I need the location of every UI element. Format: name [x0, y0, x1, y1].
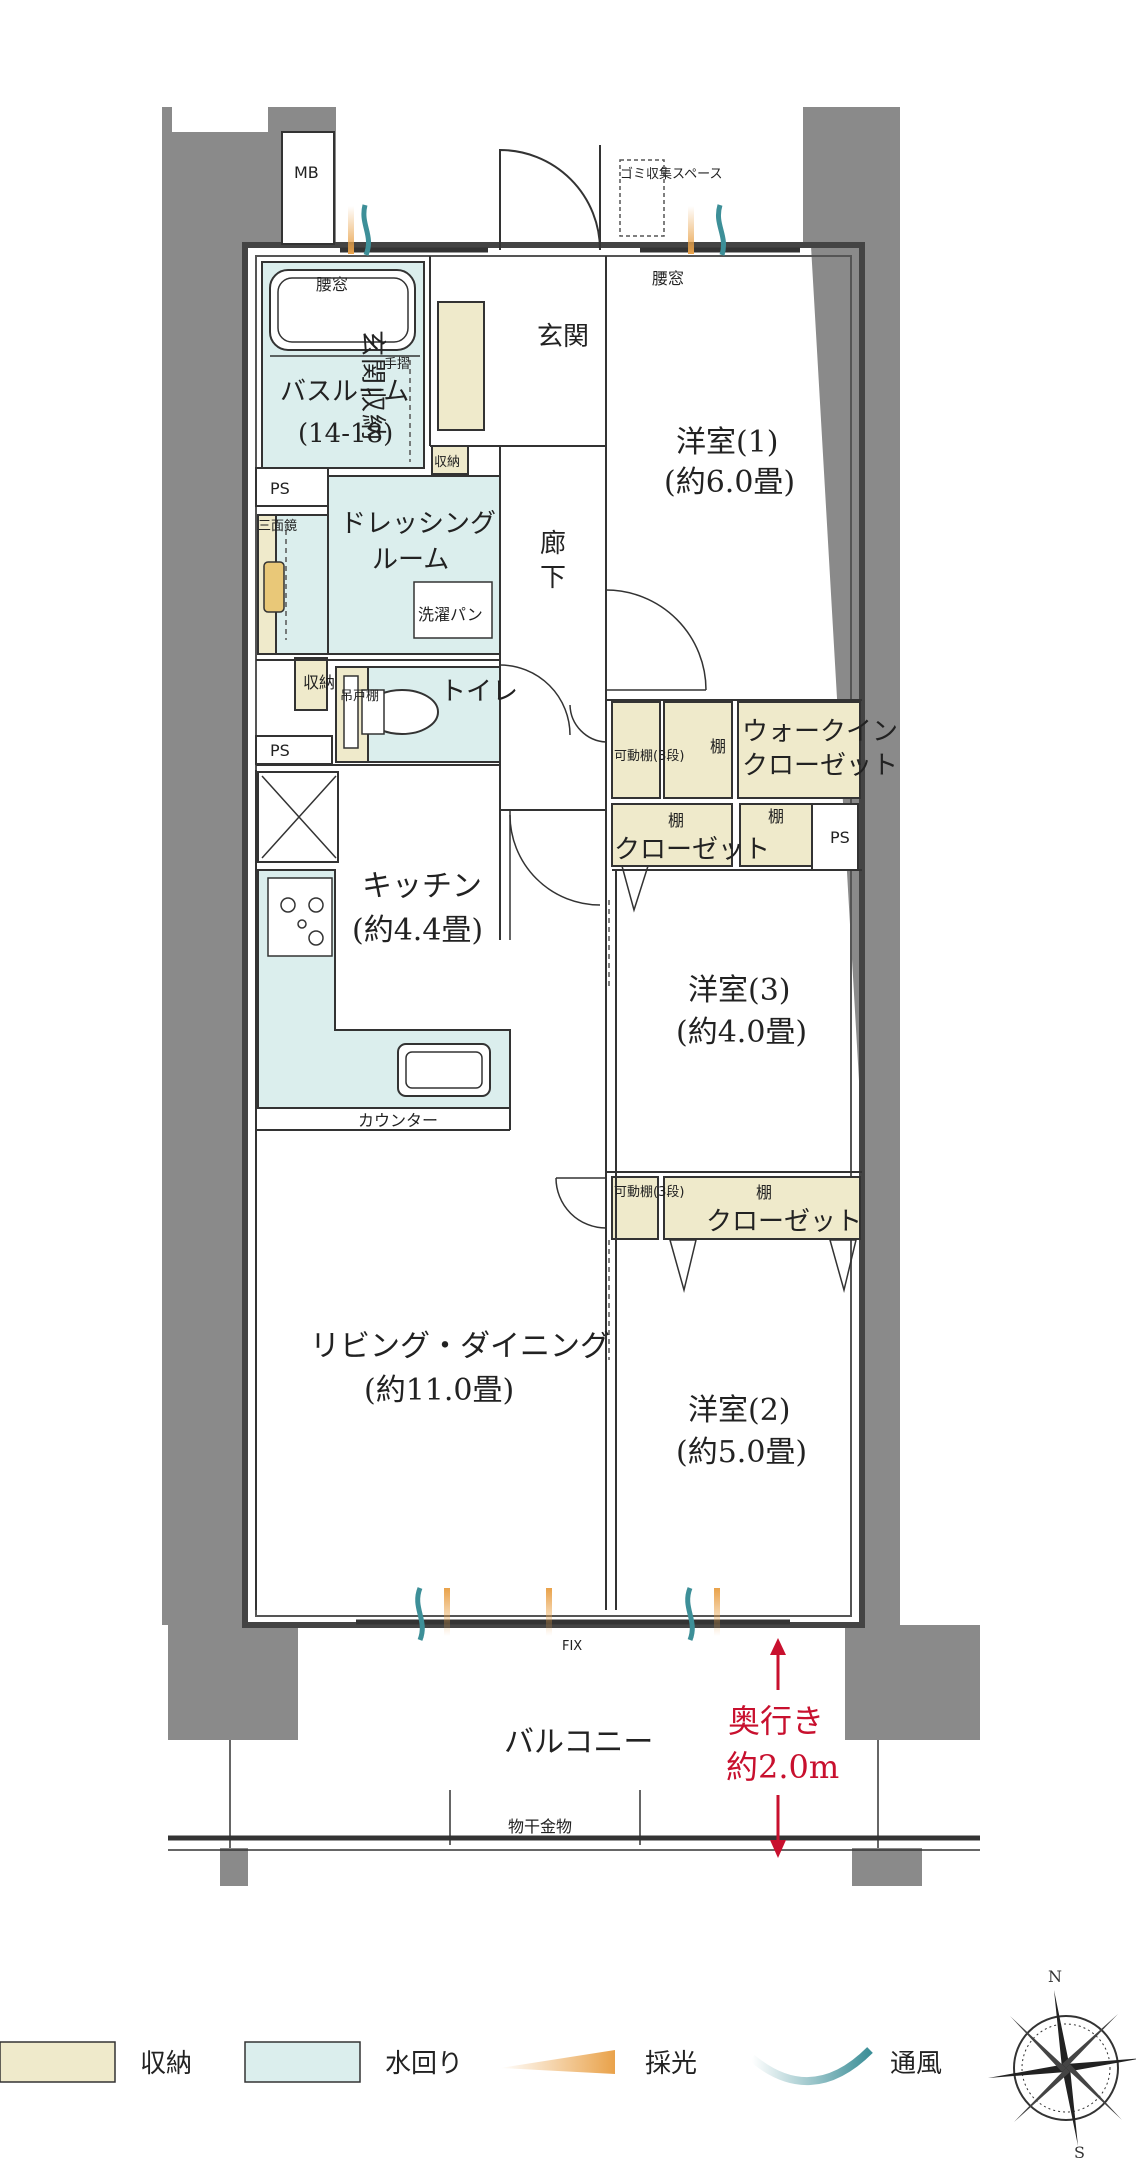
compass-south-label: S — [1074, 2143, 1085, 2162]
corridor-label-2: 下 — [540, 563, 566, 593]
mirror-label: 三面鏡 — [258, 519, 297, 534]
compass-icon: N S — [988, 1967, 1136, 2162]
legend-light-label: 採光 — [645, 2049, 697, 2079]
storage-small-label: 収納 — [434, 455, 460, 470]
window-label-left: 腰窓 — [316, 275, 348, 294]
room1-label: 洋室(1) — [676, 425, 779, 460]
legend-storage-swatch — [0, 2041, 116, 2083]
legend: 収納 水回り 採光 通風 — [0, 2041, 942, 2086]
bathroom-label: バスルーム — [280, 377, 409, 407]
fix-label: FIX — [562, 1639, 582, 1654]
room3-size-label: (約4.0畳) — [676, 1015, 807, 1050]
toilet-label: トイレ — [440, 677, 518, 707]
closet-label-1: クローゼット — [614, 835, 770, 865]
room-labels: MB ゴミ収集スペース 腰窓 腰窓 玄関 玄関収納 手摺 バスルーム (14-1… — [258, 163, 898, 1836]
storage-areas — [257, 301, 861, 1240]
legend-storage-label: 収納 — [140, 2049, 192, 2079]
depth-label-1: 奥行き — [728, 1702, 824, 1740]
shelf-label-2: 棚 — [668, 811, 684, 830]
living-size-label: (約11.0畳) — [364, 1373, 514, 1408]
movable-shelf-label-1: 可動棚(3段) — [614, 749, 684, 764]
counter-label: カウンター — [358, 1111, 438, 1130]
living-label: リビング・ダイニング — [310, 1329, 610, 1364]
interior-walls — [255, 131, 862, 1610]
corridor-label-1: 廊 — [540, 529, 566, 559]
dressing-label-1: ドレッシング — [340, 509, 496, 539]
depth-arrow — [770, 1638, 786, 1858]
depth-label-2: 約2.0m — [726, 1748, 839, 1786]
entrance-storage-label: 玄関収納 — [357, 330, 387, 442]
shelf-label-4: 棚 — [756, 1183, 772, 1202]
legend-light-swatch — [500, 2050, 615, 2074]
compass-north-label: N — [1048, 1967, 1062, 1986]
garbage-space-label: ゴミ収集スペース — [620, 166, 722, 182]
room2-label: 洋室(2) — [688, 1393, 791, 1428]
drying-rack-label: 物干金物 — [508, 1817, 572, 1836]
dressing-label-2: ルーム — [372, 545, 449, 575]
legend-water-label: 水回り — [385, 2049, 463, 2079]
room1-size-label: (約6.0畳) — [664, 465, 795, 500]
handrail-label: 手摺 — [384, 357, 410, 372]
ps-label-1: PS — [270, 479, 290, 498]
walkin-label-1: ウォークイン — [742, 717, 898, 747]
shelf-label-1: 棚 — [710, 737, 726, 756]
storage-toilet-label: 収納 — [303, 673, 335, 692]
laundry-pan-label: 洗濯パン — [418, 605, 483, 624]
fixtures — [168, 145, 980, 1851]
closet-label-2: クローゼット — [706, 1207, 862, 1237]
light-wind-indicators — [348, 204, 726, 1641]
balcony-label: バルコニー — [504, 1725, 653, 1760]
movable-shelf-label-2: 可動棚(3段) — [614, 1185, 684, 1200]
shelf-label-3: 棚 — [768, 807, 784, 826]
kitchen-label: キッチン — [362, 869, 482, 904]
mb-label: MB — [294, 163, 319, 182]
ps-label-3: PS — [830, 828, 850, 847]
legend-water-swatch — [244, 2041, 361, 2083]
legend-wind-swatch — [749, 2047, 873, 2086]
walkin-label-2: クローゼット — [742, 751, 898, 781]
hanging-shelf-label: 吊戸棚 — [340, 689, 379, 704]
ps-label-2: PS — [270, 741, 290, 760]
bathroom-size-label: (14-18) — [298, 419, 393, 449]
legend-wind-label: 通風 — [890, 2049, 942, 2079]
kitchen-size-label: (約4.4畳) — [352, 913, 483, 948]
entrance-label: 玄関 — [537, 322, 589, 352]
window-label-right: 腰窓 — [652, 269, 684, 288]
room2-size-label: (約5.0畳) — [676, 1435, 807, 1470]
room3-label: 洋室(3) — [688, 973, 791, 1008]
